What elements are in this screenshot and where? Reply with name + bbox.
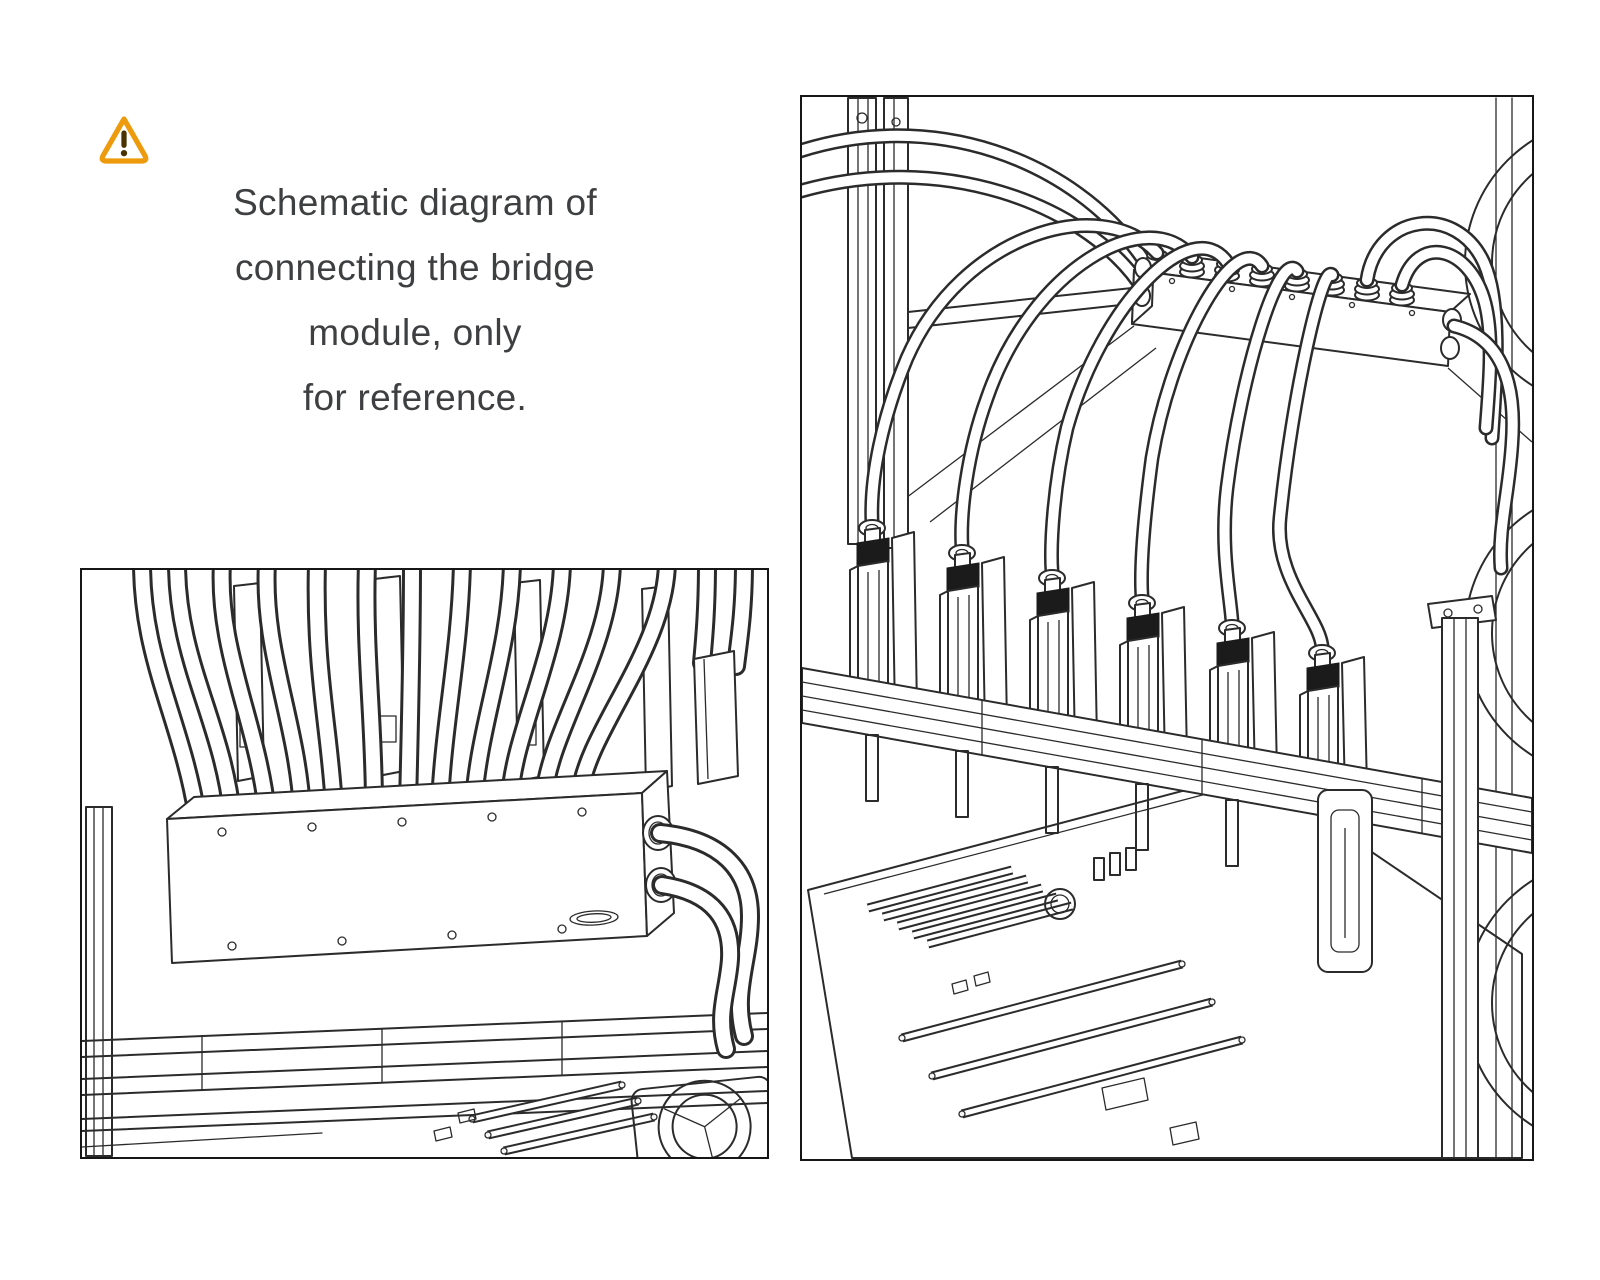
motherboard-corner <box>433 1080 658 1156</box>
card-brackets <box>865 734 1239 867</box>
bridge-connection-drawing <box>802 97 1532 1159</box>
bridge-module-closeup-drawing <box>82 570 767 1157</box>
fan <box>630 1075 767 1157</box>
pin-headers <box>1093 847 1137 881</box>
caption-line: connecting the bridge <box>234 247 596 288</box>
figure-bridge-module-connection-overview <box>800 95 1534 1161</box>
caption-line: for reference. <box>302 377 528 418</box>
pcie-slots <box>898 959 1246 1119</box>
motherboard <box>807 771 1523 1159</box>
frame-posts <box>847 97 1133 549</box>
cmos-battery <box>1044 888 1076 920</box>
frame-rail <box>82 1012 767 1148</box>
caption: Schematic diagram of connecting the brid… <box>155 170 675 430</box>
chips <box>951 971 1200 1146</box>
side-bracket <box>693 650 739 785</box>
bridge-module-manifold <box>166 770 677 964</box>
right-frame-post <box>1427 595 1497 1159</box>
frame-post <box>85 806 113 1157</box>
mount-bracket <box>1317 789 1373 973</box>
caption-line: module, only <box>308 312 522 353</box>
figure-bridge-module-closeup <box>80 568 769 1159</box>
ram-slots <box>866 865 1074 949</box>
brand-logo <box>569 910 619 926</box>
caption-line: Schematic diagram of <box>233 182 597 223</box>
warning-triangle-icon <box>96 112 152 168</box>
